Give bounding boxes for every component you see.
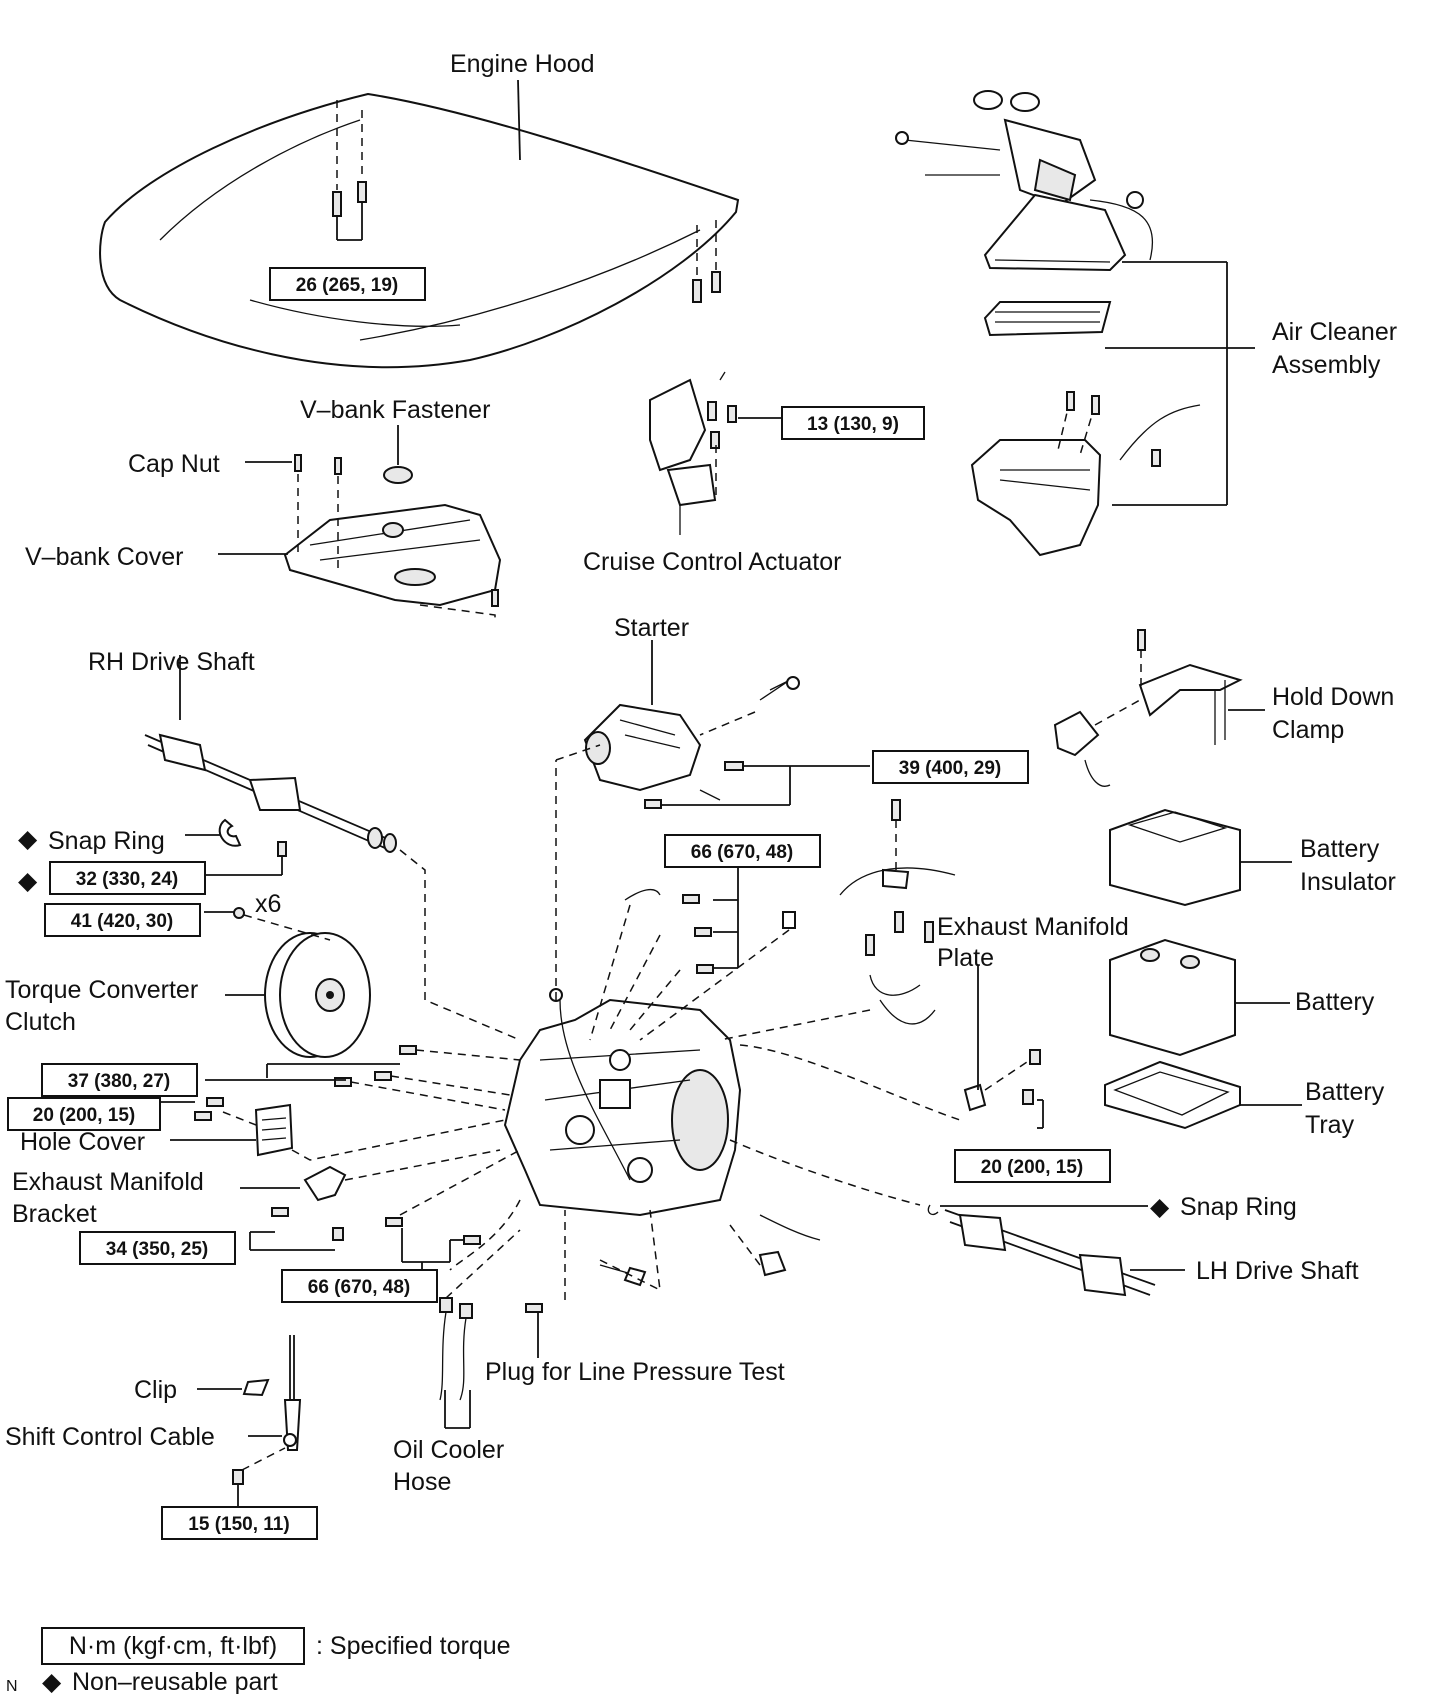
legend-non-reusable-mark: ◆ — [42, 1668, 62, 1694]
label-plug-line-pressure: Plug for Line Pressure Test — [485, 1358, 785, 1386]
legend-non-reusable: Non–reusable part — [72, 1668, 278, 1694]
label-hold-down-clamp-1: Hold Down — [1272, 683, 1394, 711]
torque-box-cruise: 13 (130, 9) — [781, 406, 925, 440]
label-oil-cooler-hose-2: Hose — [393, 1468, 451, 1496]
cruise-control-illustration — [649, 371, 782, 535]
manifold-bracket-illustration — [240, 1149, 501, 1251]
starter-illustration — [583, 640, 870, 809]
legend-unit-box: N·m (kgf·cm, ft·lbf) — [69, 1632, 277, 1660]
label-cruise-control-actuator: Cruise Control Actuator — [583, 548, 841, 576]
label-snap-ring-upper: Snap Ring — [48, 827, 165, 855]
svg-text:26 (265, 19): 26 (265, 19) — [296, 275, 398, 296]
label-snap-ring-lower: Snap Ring — [1180, 1193, 1297, 1221]
svg-text:34 (350, 25): 34 (350, 25) — [106, 1239, 208, 1260]
battery-illustration — [1104, 808, 1302, 1130]
engine-hood-illustration — [99, 79, 740, 369]
torque-box-bracket: 34 (350, 25) — [79, 1231, 236, 1265]
label-exhaust-manifold-plate-1: Exhaust Manifold — [937, 913, 1129, 941]
torque-box-shift-cable: 15 (150, 11) — [161, 1506, 318, 1540]
label-air-cleaner-2: Assembly — [1272, 351, 1381, 379]
torque-box-hood: 26 (265, 19) — [269, 267, 426, 301]
oil-cooler-hose-illustration — [439, 1209, 821, 1429]
non-reusable-mark-1: ◆ — [18, 825, 38, 853]
left-bolts-illustration — [160, 1045, 521, 1161]
label-exhaust-manifold-bracket-1: Exhaust Manifold — [12, 1168, 204, 1196]
label-battery-tray-1: Battery — [1305, 1078, 1385, 1106]
label-oil-cooler-hose-1: Oil Cooler — [393, 1436, 504, 1464]
legend: N·m (kgf·cm, ft·lbf) : Specified torque … — [6, 1627, 511, 1696]
label-clip: Clip — [134, 1376, 177, 1404]
label-battery-insulator-2: Insulator — [1300, 868, 1396, 896]
air-cleaner-illustration — [895, 90, 1255, 557]
torque-box-trans-upper: 66 (670, 48) — [664, 834, 821, 868]
label-starter: Starter — [614, 614, 689, 642]
svg-text:39 (400, 29): 39 (400, 29) — [899, 758, 1001, 779]
torque-box-20-right: 20 (200, 15) — [954, 1149, 1111, 1183]
lower-bolts-illustration — [385, 1149, 521, 1278]
label-exhaust-manifold-bracket-2: Bracket — [12, 1200, 97, 1228]
torque-box-20-left: 20 (200, 15) — [7, 1097, 161, 1131]
label-air-cleaner-1: Air Cleaner — [1272, 318, 1397, 346]
corner-mark: N — [6, 1678, 18, 1694]
upper-bolts-illustration — [589, 855, 796, 1041]
rh-drive-shaft-illustration — [144, 655, 521, 1041]
label-torque-converter-2: Clutch — [5, 1008, 76, 1036]
label-hole-cover: Hole Cover — [20, 1128, 145, 1156]
shift-cable-illustration — [197, 1335, 302, 1510]
label-battery-insulator-1: Battery — [1300, 835, 1380, 863]
non-reusable-mark-3: ◆ — [1150, 1193, 1170, 1221]
label-exhaust-manifold-plate-2: Plate — [937, 944, 994, 972]
label-v-bank-fastener: V–bank Fastener — [300, 396, 490, 424]
label-engine-hood: Engine Hood — [450, 50, 595, 78]
svg-text:41 (420, 30): 41 (420, 30) — [71, 911, 173, 932]
svg-text:13 (130, 9): 13 (130, 9) — [807, 414, 899, 435]
label-x6: x6 — [255, 890, 281, 918]
svg-text:15 (150, 11): 15 (150, 11) — [188, 1514, 289, 1535]
lh-drive-shaft-illustration — [729, 1139, 1185, 1297]
label-battery: Battery — [1295, 988, 1375, 1016]
torque-box-snap-ring-bolt: 32 (330, 24) — [49, 861, 206, 895]
legend-unit-desc: : Specified torque — [316, 1632, 511, 1660]
label-battery-tray-2: Tray — [1305, 1111, 1355, 1139]
svg-text:37 (380, 27): 37 (380, 27) — [68, 1071, 170, 1092]
svg-text:20 (200, 15): 20 (200, 15) — [981, 1157, 1083, 1178]
v-bank-cover-illustration — [218, 425, 502, 620]
label-shift-control-cable: Shift Control Cable — [5, 1423, 215, 1451]
svg-text:32 (330, 24): 32 (330, 24) — [76, 869, 178, 890]
torque-box-starter: 39 (400, 29) — [872, 750, 1029, 784]
label-v-bank-cover: V–bank Cover — [25, 543, 183, 571]
label-lh-drive-shaft: LH Drive Shaft — [1196, 1257, 1359, 1285]
label-torque-converter-1: Torque Converter — [5, 976, 198, 1004]
hold-down-clamp-illustration — [1053, 629, 1265, 787]
sensor-cable-illustration — [719, 799, 1044, 1129]
non-reusable-mark-2: ◆ — [18, 867, 38, 895]
transaxle-illustration — [503, 744, 742, 1217]
label-rh-drive-shaft: RH Drive Shaft — [88, 648, 255, 676]
svg-text:20 (200, 15): 20 (200, 15) — [33, 1105, 135, 1126]
torque-box-converter: 41 (420, 30) — [44, 903, 201, 937]
label-hold-down-clamp-2: Clamp — [1272, 716, 1344, 744]
torque-converter-illustration — [225, 914, 371, 1058]
svg-text:66 (670, 48): 66 (670, 48) — [691, 842, 793, 863]
torque-box-37: 37 (380, 27) — [41, 1063, 198, 1097]
torque-box-trans-lower: 66 (670, 48) — [281, 1269, 438, 1303]
svg-text:66 (670, 48): 66 (670, 48) — [308, 1277, 410, 1298]
snap-ring-upper-illustration — [185, 818, 287, 919]
label-cap-nut: Cap Nut — [128, 450, 220, 478]
